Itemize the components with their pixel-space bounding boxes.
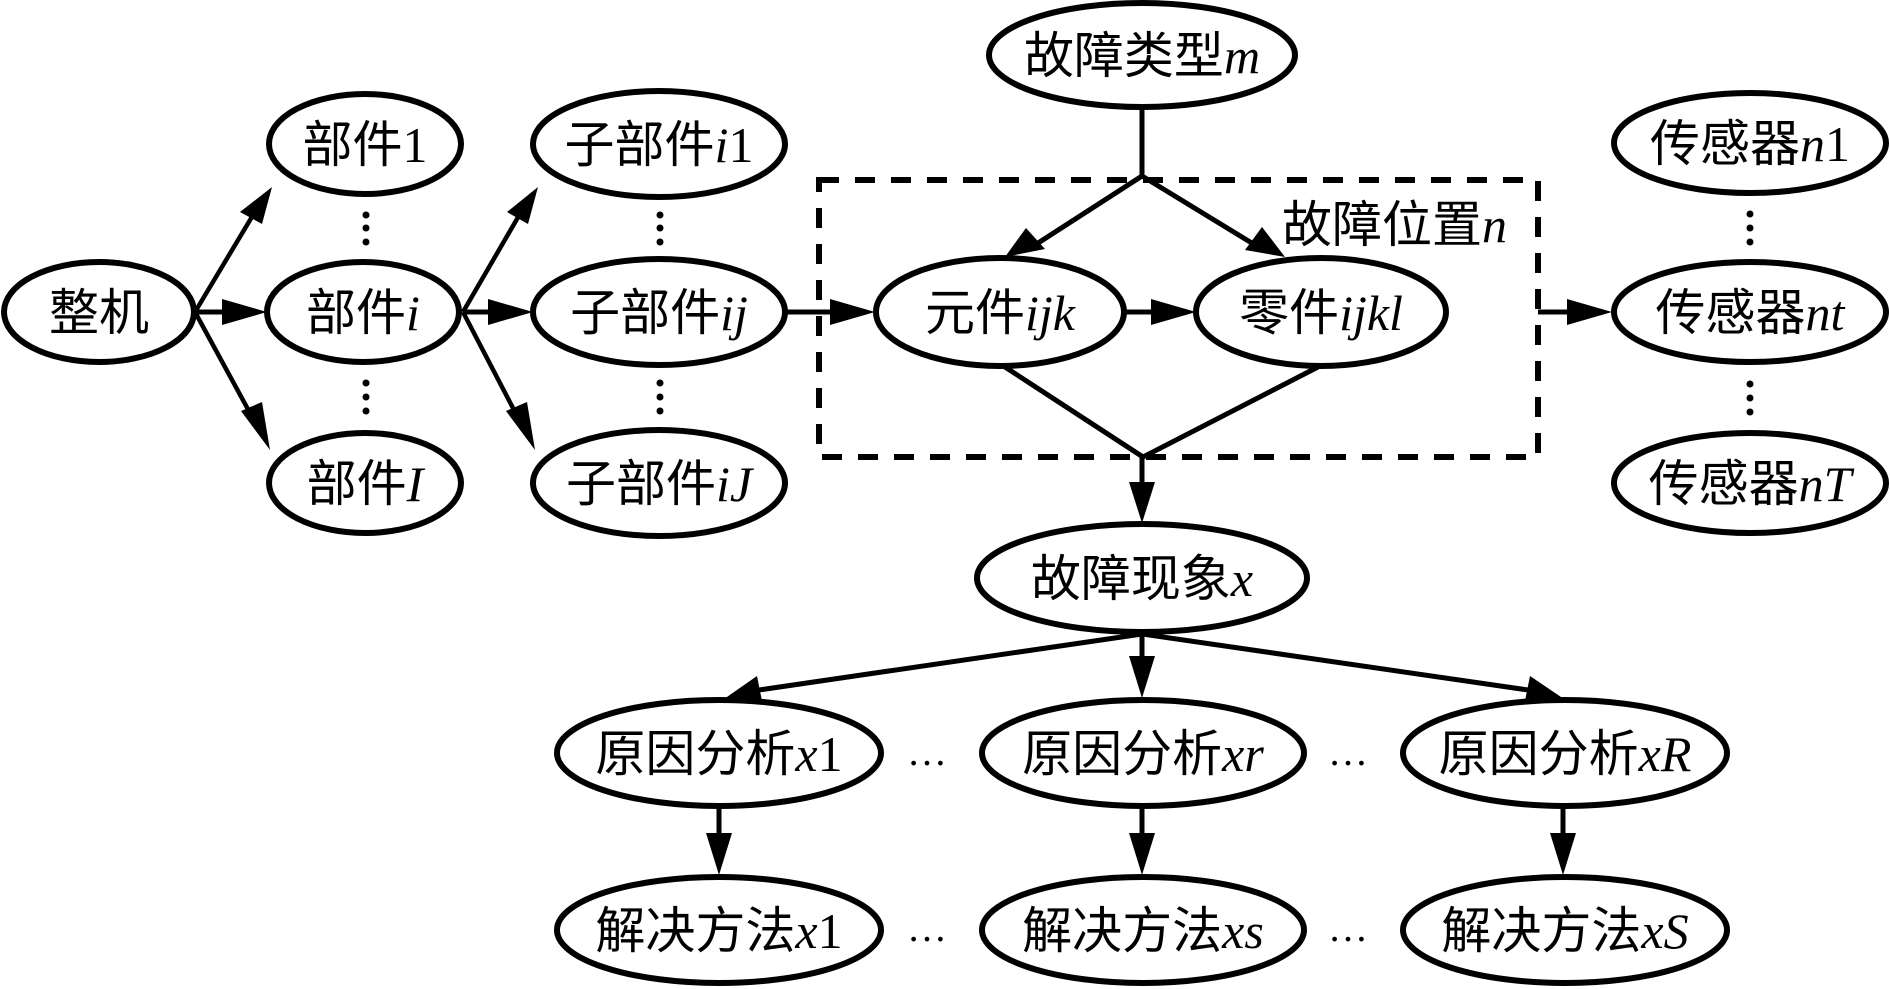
node-part-i: 部件i [264, 259, 462, 365]
edge-fault-type-component [1140, 173, 1257, 248]
edge-symptom-cause-x1 [751, 631, 1143, 694]
horizontal-ellipsis-solutions-right: … [1328, 905, 1368, 950]
arrowhead-subpart-ij-element-ijk [830, 299, 875, 325]
node-subpart-ij: 子部件ij [530, 256, 788, 368]
svg-text:故障现象x: 故障现象x [1031, 550, 1253, 608]
vertical-ellipsis-parts-lower [362, 379, 370, 415]
svg-text:子部件iJ: 子部件iJ [566, 455, 755, 513]
edge-symptom-cause-xR [1141, 631, 1536, 694]
arrowhead-cause-xR-solution-xS [1550, 833, 1576, 875]
arrowhead-group-fault-symptom [1129, 482, 1155, 523]
svg-text:解决方法xS: 解决方法xS [1441, 902, 1688, 960]
edge-fault-type-element [1033, 173, 1144, 248]
fault-position-group-box [816, 177, 1541, 460]
arrowhead-part-i-subpart-iJ [506, 402, 535, 450]
vertical-ellipsis-sensors-upper [1746, 210, 1754, 246]
edge-component-merge [1141, 364, 1320, 460]
node-sensor-nt: 传感器nt [1611, 259, 1889, 365]
svg-text:原因分析xr: 原因分析xr [1022, 725, 1264, 783]
svg-text:整机: 整机 [49, 284, 149, 342]
arrowhead-part-i-subpart-i1 [507, 187, 538, 224]
horizontal-ellipsis-causes-right: … [1328, 729, 1368, 774]
node-element-ijk: 元件ijk [873, 255, 1127, 369]
vertical-ellipsis-subparts-upper [656, 211, 664, 246]
svg-text:部件i: 部件i [306, 284, 420, 342]
edge-part-i-subpart-i1 [461, 198, 530, 314]
node-fault-symptom: 故障现象x [974, 521, 1310, 635]
svg-text:传感器nT: 传感器nT [1649, 455, 1855, 513]
horizontal-ellipsis-solutions-left: … [907, 905, 947, 950]
svg-text:原因分析x1: 原因分析x1 [595, 725, 842, 783]
node-cause-xR: 原因分析xR [1400, 697, 1730, 809]
arrowhead-symptom-cause-xR [1525, 676, 1564, 701]
node-solution-xs: 解决方法xs [979, 874, 1307, 986]
arrowhead-symptom-cause-x1 [724, 676, 762, 701]
node-sensor-n1: 传感器n1 [1611, 90, 1889, 196]
node-subpart-i1: 子部件i1 [530, 88, 788, 200]
svg-text:元件ijk: 元件ijk [925, 284, 1076, 342]
fault-position-group-label: 故障位置n [1282, 196, 1507, 254]
node-cause-x1: 原因分析x1 [554, 697, 884, 809]
vertical-ellipsis-sensors-lower [1746, 380, 1754, 416]
vertical-ellipsis-subparts-lower [656, 379, 664, 415]
svg-text:故障类型m: 故障类型m [1024, 27, 1260, 85]
svg-text:传感器n1: 传感器n1 [1650, 115, 1850, 173]
svg-text:子部件ij: 子部件ij [570, 284, 748, 342]
arrowhead-cause-xr-solution-xs [1129, 833, 1155, 875]
node-sensor-nT: 传感器nT [1611, 430, 1889, 536]
node-fault-type: 故障类型m [986, 0, 1298, 110]
arrowhead-symptom-cause-xr [1129, 656, 1155, 698]
node-machine: 整机 [1, 259, 197, 365]
arrowhead-fault-type-component [1245, 227, 1285, 257]
node-component-ijkl: 零件ijkl [1193, 255, 1449, 369]
svg-text:部件I: 部件I [307, 455, 426, 513]
arrowhead-machine-part-i [222, 299, 267, 325]
edge-element-merge [1003, 364, 1145, 460]
edge-machine-part-1 [193, 198, 264, 314]
svg-text:传感器nt: 传感器nt [1656, 284, 1846, 342]
svg-text:解决方法x1: 解决方法x1 [595, 902, 842, 960]
node-part-1: 部件1 [266, 91, 464, 197]
arrowhead-machine-part-1 [240, 187, 272, 224]
node-cause-xr: 原因分析xr [979, 697, 1307, 809]
svg-text:原因分析xR: 原因分析xR [1439, 725, 1692, 783]
svg-text:解决方法xs: 解决方法xs [1022, 902, 1264, 960]
svg-text:部件1: 部件1 [303, 116, 428, 174]
arrowhead-machine-part-I [241, 402, 270, 450]
svg-text:零件ijkl: 零件ijkl [1239, 284, 1403, 342]
vertical-ellipsis-parts-upper [362, 211, 370, 246]
arrowhead-part-i-subpart-ij [488, 299, 533, 325]
node-part-I: 部件I [266, 430, 464, 536]
svg-text:子部件i1: 子部件i1 [565, 116, 754, 174]
arrowhead-element-component [1151, 299, 1196, 325]
node-subpart-iJ: 子部件iJ [530, 427, 788, 539]
arrowhead-cause-x1-solution-x1 [706, 833, 732, 875]
arrowhead-fault-type-element [1005, 228, 1045, 257]
node-solution-x1: 解决方法x1 [554, 874, 884, 986]
node-solution-xS: 解决方法xS [1400, 874, 1730, 986]
edges [193, 110, 1612, 875]
horizontal-ellipsis-causes-left: … [907, 729, 947, 774]
arrowhead-group-sensor-nt [1567, 299, 1612, 325]
